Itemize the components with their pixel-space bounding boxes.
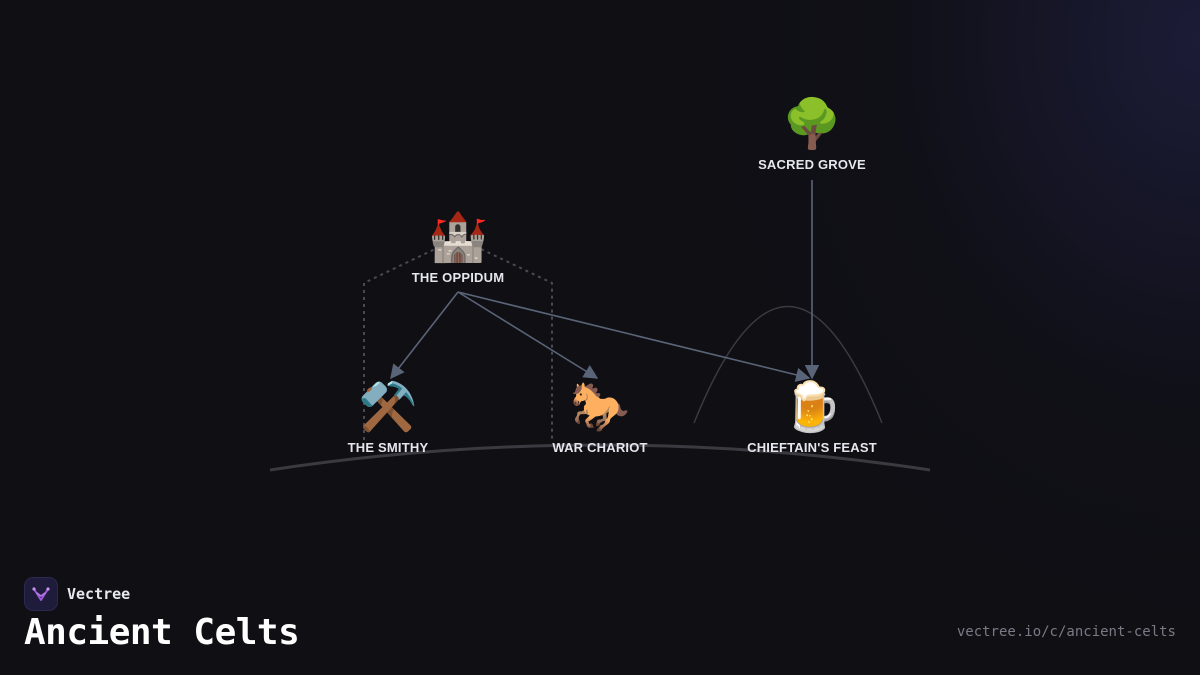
page-url[interactable]: vectree.io/c/ancient-celts — [956, 624, 1176, 640]
beer-mug-icon[interactable]: 🍺 — [782, 381, 842, 434]
node-label-feast: CHIEFTAIN'S FEAST — [747, 440, 877, 455]
node-label-smithy: THE SMITHY — [347, 440, 429, 455]
brand: Vectree — [24, 577, 130, 611]
hammer-and-pick-icon[interactable]: ⚒️ — [358, 381, 418, 434]
page-title: Ancient Celts — [24, 612, 300, 653]
edge-oppidum-to-smithy — [390, 291, 459, 380]
brand-name: Vectree — [67, 585, 131, 603]
ground-arc — [269, 443, 931, 472]
tree-icon[interactable]: 🌳 — [782, 98, 842, 151]
node-label-grove: SACRED GROVE — [758, 157, 866, 172]
edge-oppidum-to-feast — [457, 291, 811, 382]
node-label-oppidum: THE OPPIDUM — [411, 270, 505, 285]
vectree-logo-icon — [24, 577, 58, 611]
grove-arch — [693, 305, 883, 424]
castle-icon[interactable]: 🏰 — [428, 211, 488, 264]
oppidum-enclosure — [363, 236, 553, 440]
horse-icon[interactable]: 🐎 — [570, 381, 630, 434]
edge-oppidum-to-chariot — [457, 291, 599, 379]
node-label-chariot: WAR CHARIOT — [552, 440, 648, 455]
